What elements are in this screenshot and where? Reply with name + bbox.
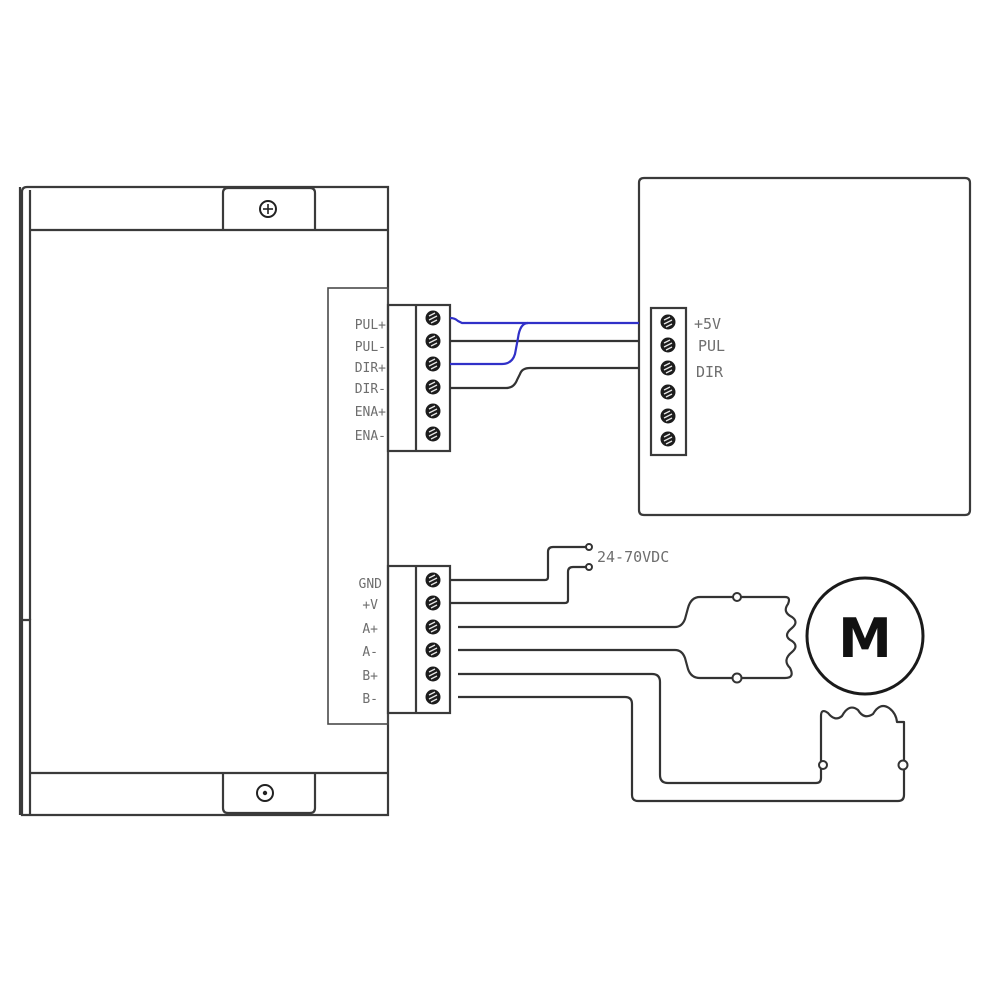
motor-phase-wires bbox=[458, 595, 906, 803]
power-supply-wires: 24-70VDC bbox=[450, 543, 669, 605]
wire-dir-minus bbox=[450, 366, 639, 390]
power-terminal-labels: GND +V A+ A- B+ B- bbox=[359, 577, 383, 707]
label-dir-plus: DIR+ bbox=[355, 361, 386, 376]
wire-plus-v bbox=[450, 565, 586, 605]
coil-a-node-bottom bbox=[731, 672, 743, 684]
label-a-minus: A- bbox=[362, 645, 378, 660]
control-wires bbox=[449, 316, 639, 390]
controller-terminal-screws bbox=[660, 314, 676, 447]
motor-symbol: M bbox=[805, 576, 925, 696]
label-dir-minus: DIR- bbox=[355, 382, 386, 397]
wire-dir-plus bbox=[450, 321, 529, 366]
label-ena-plus: ENA+ bbox=[355, 405, 386, 420]
coil-b-node-right bbox=[897, 759, 909, 771]
controller-terminal-labels: +5V PUL DIR bbox=[694, 315, 725, 381]
wire-gnd bbox=[450, 545, 586, 582]
motor-coil-a bbox=[731, 592, 797, 684]
driver-control-terminal-block bbox=[386, 303, 452, 453]
label-plus-v: +V bbox=[362, 598, 378, 613]
label-pul-minus: PUL- bbox=[355, 340, 386, 355]
wire-b-minus bbox=[458, 695, 906, 803]
mounting-screw-bottom-icon bbox=[256, 784, 274, 802]
label-b-plus: B+ bbox=[362, 669, 378, 684]
power-terminal-screws bbox=[425, 572, 441, 705]
label-a-plus: A+ bbox=[362, 622, 378, 637]
label-ena-minus: ENA- bbox=[355, 429, 386, 444]
wire-a-minus bbox=[458, 648, 737, 680]
coil-a-node-top bbox=[732, 592, 742, 602]
label-dir: DIR bbox=[696, 363, 724, 381]
label-pul-plus: PUL+ bbox=[355, 318, 386, 333]
controller-box bbox=[637, 176, 972, 517]
label-gnd: GND bbox=[359, 577, 383, 592]
driver-power-terminal-block bbox=[386, 564, 452, 715]
supply-terminal-negative bbox=[585, 563, 593, 571]
motor-label: M bbox=[838, 607, 892, 670]
label-plus-5v: +5V bbox=[694, 315, 721, 333]
wire-pul-plus bbox=[449, 316, 639, 325]
stepper-driver bbox=[18, 185, 390, 817]
label-pul: PUL bbox=[698, 337, 725, 355]
supply-voltage-label: 24-70VDC bbox=[597, 548, 669, 566]
coil-b-node-left bbox=[818, 760, 828, 770]
label-b-minus: B- bbox=[362, 692, 378, 707]
wire-a-plus bbox=[458, 595, 737, 629]
mounting-screw-top-icon bbox=[259, 200, 277, 218]
motor-coil-b bbox=[818, 704, 909, 771]
control-terminal-labels: PUL+ PUL- DIR+ DIR- ENA+ ENA- bbox=[355, 318, 386, 444]
wire-b-plus bbox=[458, 672, 823, 785]
control-terminal-screws bbox=[425, 310, 441, 442]
supply-terminal-positive bbox=[585, 543, 593, 551]
